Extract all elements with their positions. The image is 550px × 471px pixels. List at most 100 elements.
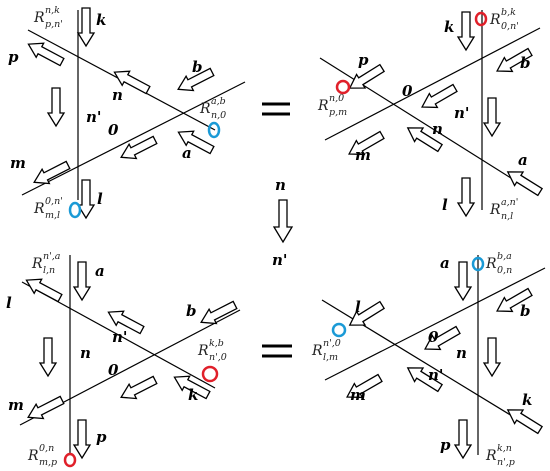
marker-red-right <box>201 365 219 383</box>
label-right-bottom: k <box>522 391 532 409</box>
marker-red-top <box>474 11 488 27</box>
svg-text:R: R <box>33 10 45 26</box>
arrow-nprime <box>483 97 501 137</box>
label-mid1: 0 <box>428 328 439 346</box>
label-left-bottom: m <box>355 146 371 164</box>
svg-text:R: R <box>485 448 497 464</box>
svg-text:n,0: n,0 <box>211 110 226 121</box>
label-right-bottom: a <box>518 151 528 169</box>
middle-from-label: n <box>275 176 286 194</box>
svg-text:p,n': p,n' <box>45 19 63 30</box>
svg-text:R: R <box>311 343 323 359</box>
r-matrix-right: R a,b n,0 <box>199 96 226 121</box>
r-matrix-bottom: R a,n' n,l <box>489 197 518 222</box>
svg-text:R: R <box>199 101 211 117</box>
svg-text:n,0: n,0 <box>329 93 344 104</box>
equals-bottom <box>262 344 292 358</box>
label-left-top: p <box>358 51 369 69</box>
label-mid2: n' <box>86 108 102 126</box>
svg-text:0,n': 0,n' <box>45 196 63 207</box>
svg-text:0,n': 0,n' <box>501 21 519 32</box>
arrow-l <box>457 177 475 217</box>
label-mid3: 0 <box>108 361 119 379</box>
marker-blue-right <box>207 121 221 139</box>
middle-down-arrow <box>273 199 293 243</box>
svg-text:a,b: a,b <box>211 96 226 107</box>
panel-top-left: k p b n n' 0 a m l R n,k p,n' R a,b n,0 … <box>8 5 246 221</box>
marker-blue-top <box>471 256 485 272</box>
arrow-a <box>454 261 472 301</box>
label-mid3: n' <box>428 366 444 384</box>
arrow-0 <box>116 132 160 166</box>
label-left-top: l <box>6 294 12 312</box>
svg-text:l,m: l,m <box>323 352 338 363</box>
svg-text:p,m: p,m <box>329 107 347 118</box>
label-top: a <box>440 254 450 272</box>
r-matrix-bottom: R k,n n',p <box>485 443 515 468</box>
svg-text:0,n: 0,n <box>39 443 54 454</box>
label-right-top: b <box>192 58 203 76</box>
svg-text:n,k: n,k <box>45 5 60 16</box>
panel-top-right: k p b 0 n' n a m l R b,k 0,n' R n,0 p,m … <box>317 7 545 222</box>
label-bottom: p <box>440 436 451 454</box>
arrow-a <box>502 164 545 200</box>
label-mid2: n <box>80 344 91 362</box>
r-matrix-left: R n',0 l,m <box>311 338 341 363</box>
r-matrix-top: R b,a 0,n <box>485 251 512 276</box>
label-bottom: l <box>442 196 448 214</box>
line-diagonal-up <box>324 27 541 141</box>
arrow-p <box>73 419 91 459</box>
middle-transition: n n' <box>272 176 293 269</box>
label-mid1: n <box>112 86 123 104</box>
label-bottom: p <box>96 428 107 446</box>
label-top: k <box>444 18 454 36</box>
r-matrix-bottom: R 0,n' m,l <box>33 196 63 221</box>
svg-text:b,a: b,a <box>497 251 512 262</box>
arrow-n <box>483 337 501 377</box>
label-bottom: l <box>97 190 103 208</box>
svg-text:R: R <box>489 12 501 28</box>
r-matrix-top: R n,k p,n' <box>33 5 63 30</box>
label-mid2: n' <box>454 104 470 122</box>
label-mid2: n <box>456 344 467 362</box>
marker-blue-left <box>331 322 347 338</box>
label-mid3: 0 <box>108 121 119 139</box>
svg-text:k,b: k,b <box>209 338 224 349</box>
r-matrix-top: R b,k 0,n' <box>489 7 519 32</box>
label-mid1: 0 <box>402 82 413 100</box>
line-diagonal-up <box>21 81 246 196</box>
svg-text:R: R <box>33 201 45 217</box>
svg-text:m,l: m,l <box>45 210 60 221</box>
label-left-bottom: m <box>10 154 26 172</box>
label-right-bottom: a <box>182 144 192 162</box>
label-right-top: b <box>186 302 197 320</box>
svg-text:a,n': a,n' <box>501 197 518 208</box>
marker-red-bottom <box>63 452 77 468</box>
label-right-bottom: k <box>188 386 198 404</box>
svg-text:R: R <box>489 202 501 218</box>
label-left-bottom: m <box>8 396 24 414</box>
svg-text:n,l: n,l <box>501 211 513 222</box>
svg-text:b,k: b,k <box>501 7 516 18</box>
svg-text:m,p: m,p <box>39 457 57 468</box>
label-left-bottom: m <box>350 386 366 404</box>
arrow-n <box>39 337 57 377</box>
svg-text:n',0: n',0 <box>323 338 341 349</box>
svg-text:0,n: 0,n <box>497 265 512 276</box>
panel-bottom-left: a l b n' n 0 k m p R n',a l,n R k,b n',0… <box>6 251 241 468</box>
marker-blue-bottom <box>68 201 82 219</box>
arrow-a <box>73 261 91 301</box>
panel-bottom-right: a l b 0 n n' k m p R b,a 0,n R n',0 l,m … <box>311 251 546 468</box>
label-left-top: p <box>8 48 19 66</box>
svg-text:n',a: n',a <box>43 251 61 262</box>
r-matrix-bottom: R 0,n m,p <box>27 443 57 468</box>
arrow-nprime <box>47 87 65 127</box>
r-matrix-right: R k,b n',0 <box>197 338 227 363</box>
arrow-0 <box>116 372 160 406</box>
line-diagonal-up <box>324 267 546 381</box>
svg-text:R: R <box>27 448 39 464</box>
svg-text:n',p: n',p <box>497 457 515 468</box>
label-left-top: l <box>355 298 361 316</box>
